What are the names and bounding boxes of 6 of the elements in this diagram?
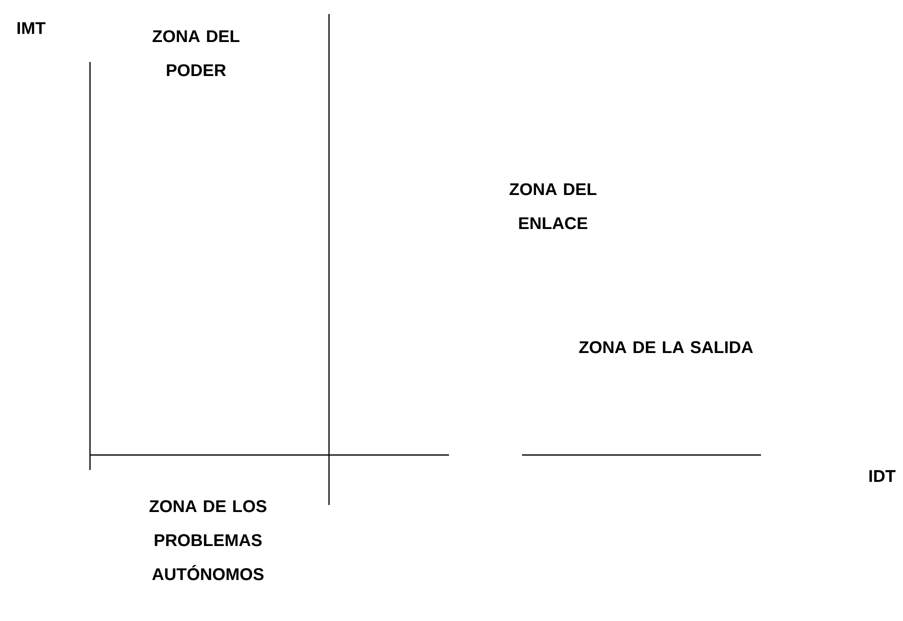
zone-label: IMT (18, 22, 46, 34)
zone-label: ZONA DE LOS PROBLEMAS AUTÓNOMOS (149, 500, 266, 580)
zone-label: IDT (869, 470, 896, 482)
zone-label: ZONA DE LA SALIDA (579, 341, 753, 354)
zone-label: ZONA DEL PODER (152, 30, 240, 76)
zone-label: ZONA DEL ENLACE (510, 183, 596, 230)
